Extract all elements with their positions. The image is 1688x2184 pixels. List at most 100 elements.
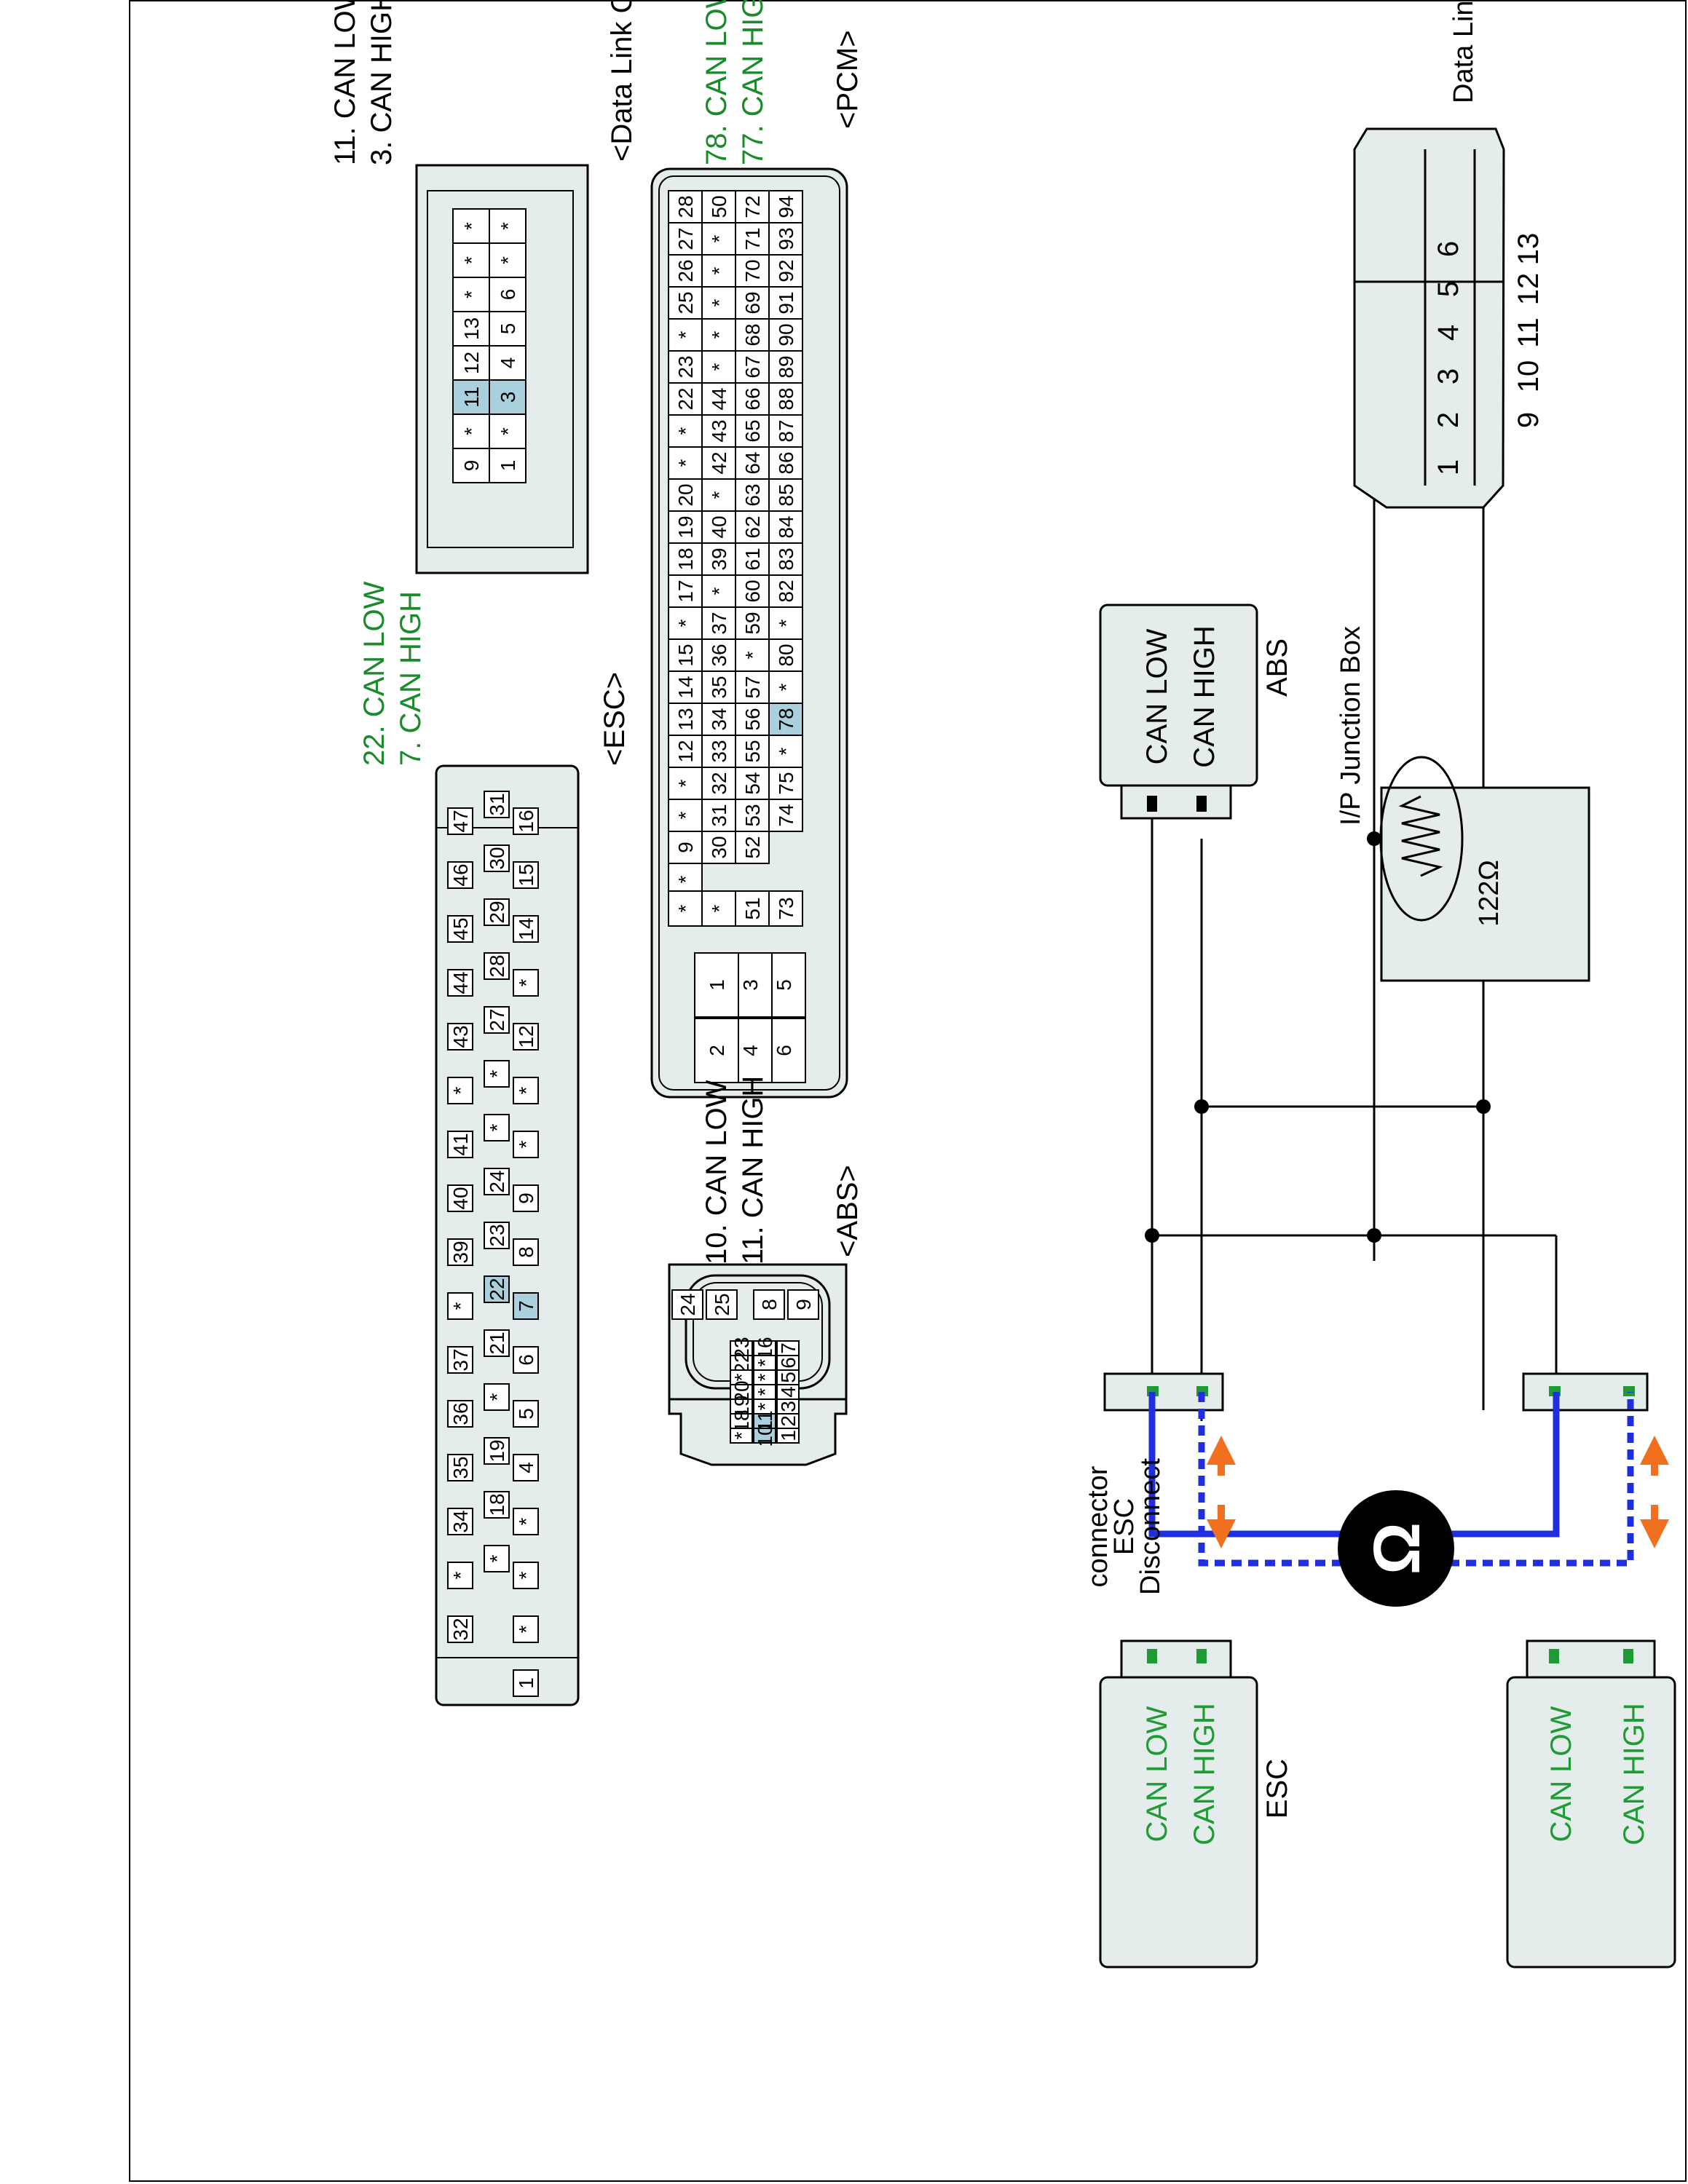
pcm-pin: 70	[735, 254, 770, 288]
pcm-pin: 14	[668, 670, 703, 704]
abs-pin-label: *	[730, 1431, 753, 1439]
esc-pin-label: 19	[486, 1439, 508, 1462]
pcm-pin-label: *	[708, 331, 730, 339]
esc-pin: *	[513, 1077, 539, 1104]
esc-pin-label: 40	[449, 1187, 472, 1209]
dlc-pin-label: 12	[460, 352, 483, 374]
pcm-pin: 64	[735, 446, 770, 480]
esc-pin: 6	[513, 1346, 539, 1374]
pcm-pin-label: *	[674, 875, 697, 883]
esc-pin-label: 35	[449, 1456, 472, 1479]
abs-pin-label: 6	[777, 1357, 800, 1369]
dlc-pin-label: *	[460, 290, 483, 298]
esc-pin: 12	[513, 1023, 539, 1051]
pcm-pin-label: 27	[674, 227, 697, 250]
pcm-pin: 89	[768, 350, 803, 384]
pcm-pin: *	[668, 767, 703, 800]
pcm-pin: 33	[701, 735, 736, 768]
esc-pin-label: *	[449, 1571, 472, 1579]
pcm-pin-label: 12	[674, 740, 697, 762]
abs-can-low: CAN LOW	[1141, 628, 1173, 764]
pcm-pin-label: *	[674, 811, 697, 819]
pcm-pin-label: *	[708, 491, 730, 499]
pcm-pin-label: 15	[674, 644, 697, 666]
pcm-pin: *	[701, 286, 736, 320]
esc-pin-label: 18	[486, 1493, 508, 1516]
pcm-pin: 9	[668, 831, 703, 864]
disconnect-connectors	[1103, 1372, 1649, 1412]
abs-pin-label: *	[754, 1358, 776, 1366]
pcm-pin-label: 68	[741, 323, 764, 346]
esc-pin: 4	[513, 1454, 539, 1481]
pcm-pin-label: *	[674, 619, 697, 627]
pcm-pin-label: 40	[708, 515, 730, 538]
esc-pin: *	[484, 1114, 510, 1142]
pcm-pin: 67	[735, 350, 770, 384]
pcm-pin-label: 6	[773, 1045, 795, 1056]
abs-pin-label: *	[754, 1402, 776, 1410]
esc-pin-label: 1	[515, 1677, 537, 1689]
pcm-pin: 72	[735, 190, 770, 223]
esc-pin-label: 41	[449, 1133, 472, 1155]
esc-pin: 32	[447, 1615, 473, 1643]
esc-pin-label: 21	[486, 1332, 508, 1354]
dlc-top-pin-4: 4	[1432, 325, 1464, 341]
pcm-pin-label: 75	[775, 772, 797, 794]
esc-pin: *	[484, 1545, 510, 1572]
pcm-pin: *	[668, 414, 703, 448]
pcm-pin-label: 34	[708, 708, 730, 730]
dlc-pin-label: 11	[460, 387, 483, 408]
esc-pin: 21	[484, 1329, 510, 1357]
esc-pin: 19	[484, 1437, 510, 1465]
pcm-pin-label: 72	[741, 195, 764, 218]
pcm-pin: 40	[701, 510, 736, 544]
esc-pin-label: *	[515, 978, 537, 986]
esc-pin-label: 22	[486, 1278, 508, 1300]
pcm-pin: 17	[668, 574, 703, 608]
pcm-pin-label: *	[674, 427, 697, 435]
dlc-pin: *	[489, 208, 526, 244]
pcm-pin-label: *	[674, 904, 697, 912]
pcm-pin: 75	[768, 767, 803, 800]
page-frame	[129, 0, 1687, 2182]
pcm-pin-label: 28	[674, 195, 697, 218]
dlc-legend-1: 3. CAN HIGH	[366, 0, 398, 165]
esc-legend-2: 22. CAN LOW	[358, 581, 390, 766]
esc-pin-label: 47	[449, 810, 472, 832]
pcm-pin-label: 31	[708, 804, 730, 826]
esc-pin-label: 12	[515, 1025, 537, 1048]
abs-module: ABS CAN HIGH CAN LOW	[1099, 604, 1293, 820]
abs-pin: 7	[776, 1340, 800, 1356]
esc-pin: *	[447, 1292, 473, 1320]
esc-pin: 14	[513, 915, 539, 943]
pcm-pin-label: 94	[775, 195, 797, 218]
abs-pin: 25	[706, 1289, 738, 1320]
esc-can-low: CAN LOW	[1141, 1706, 1173, 1842]
pcm-pin-label: *	[674, 459, 697, 467]
esc-pin: 47	[447, 807, 473, 835]
dlc-top-pin-13: 13	[1513, 233, 1545, 266]
disconnect-arrows	[1207, 1436, 1669, 1548]
esc-pin-label: 46	[449, 863, 472, 886]
pcm-pin: 80	[768, 638, 803, 672]
pcm-pin: 43	[701, 414, 736, 448]
pcm-pin-label: 2	[706, 1045, 728, 1056]
pcm-pin-label: 73	[775, 897, 797, 919]
pcm-pin-label: *	[708, 298, 730, 306]
dlc-pin: *	[452, 242, 490, 278]
pcm-pin: *	[701, 222, 736, 256]
pcm-pin: *	[668, 863, 703, 896]
pcm-pin: 74	[768, 799, 803, 832]
pcm-pin: 51	[735, 890, 770, 927]
esc-pin: 9	[513, 1184, 539, 1212]
pcm-pin: 35	[701, 670, 736, 704]
dlc-top-pin-10: 10	[1513, 360, 1545, 393]
abs-pin-label: *	[754, 1373, 776, 1381]
pcm-pin-label: 39	[708, 547, 730, 570]
pcm-pin-label: *	[708, 363, 730, 371]
esc-pin: 28	[484, 952, 510, 980]
pcm-pin-label: 86	[775, 451, 797, 474]
pcm-pin-label: 67	[741, 355, 764, 378]
pcm-pin: 73	[768, 890, 803, 927]
